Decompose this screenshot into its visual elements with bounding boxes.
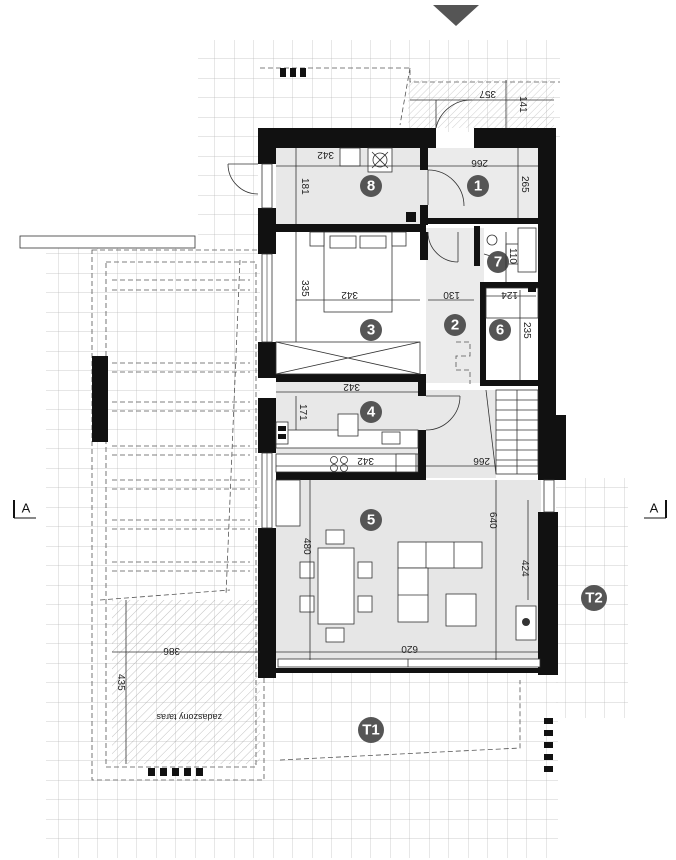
dim-110: 110 bbox=[507, 248, 518, 264]
dim-386: 386 bbox=[163, 645, 180, 656]
section-mark-right: A bbox=[650, 501, 659, 516]
doors bbox=[227, 99, 511, 431]
room-number-1: 1 bbox=[474, 178, 482, 195]
north-arrow-icon bbox=[433, 5, 479, 26]
room-number-8: 8 bbox=[367, 178, 375, 195]
dim-130: 130 bbox=[443, 289, 460, 300]
dim-357: 357 bbox=[479, 88, 496, 99]
dim-620: 620 bbox=[401, 643, 418, 654]
dim-435: 435 bbox=[115, 674, 126, 691]
badge-room-5: 5 bbox=[360, 509, 382, 531]
dim-124: 124 bbox=[501, 289, 518, 300]
covered-terrace-label: zadaszony taras bbox=[156, 712, 222, 722]
badge-room-3: 3 bbox=[360, 319, 382, 341]
section-mark-left: A bbox=[22, 501, 31, 516]
badge-room-1: 1 bbox=[467, 175, 489, 197]
dimension-lines bbox=[112, 80, 554, 764]
dim-265: 265 bbox=[519, 176, 530, 193]
windows bbox=[148, 68, 555, 776]
room-number-3: 3 bbox=[367, 322, 375, 339]
dimension-labels: 357 141 342 266 181 265 335 342 130 110 … bbox=[115, 88, 532, 722]
stairs bbox=[455, 341, 539, 475]
dim-342-counter: 342 bbox=[357, 455, 374, 466]
dim-141: 141 bbox=[517, 96, 528, 113]
paving-grid bbox=[19, 40, 628, 858]
room-number-2: 2 bbox=[451, 317, 459, 334]
dim-266-hall: 266 bbox=[473, 455, 490, 466]
dim-640: 640 bbox=[487, 512, 498, 529]
badge-terrace-t2: T2 bbox=[581, 585, 607, 611]
badge-room-6: 6 bbox=[489, 319, 511, 341]
dim-235: 235 bbox=[521, 322, 532, 339]
terrace-label-t2: T2 bbox=[585, 590, 603, 607]
dim-342-kitchen: 342 bbox=[343, 381, 360, 392]
room-badges: 1 2 3 4 5 6 7 8 bbox=[358, 175, 607, 743]
dim-266-top: 266 bbox=[471, 157, 488, 168]
badge-room-8: 8 bbox=[360, 175, 382, 197]
dim-424: 424 bbox=[519, 560, 530, 577]
dim-480: 480 bbox=[301, 538, 312, 555]
room-number-5: 5 bbox=[367, 512, 375, 529]
dim-181: 181 bbox=[299, 178, 310, 195]
dim-335: 335 bbox=[299, 280, 310, 297]
covered-terrace bbox=[112, 600, 260, 764]
dim-342-top: 342 bbox=[317, 149, 334, 160]
badge-room-4: 4 bbox=[360, 401, 382, 423]
badge-terrace-t1: T1 bbox=[358, 717, 384, 743]
dim-171: 171 bbox=[297, 404, 308, 421]
roof-outline bbox=[91, 67, 560, 781]
room-number-7: 7 bbox=[494, 254, 502, 271]
dim-342-bed: 342 bbox=[341, 289, 358, 300]
badge-room-7: 7 bbox=[487, 251, 509, 273]
furniture bbox=[275, 147, 539, 643]
terrace-label-t1: T1 bbox=[362, 722, 380, 739]
section-marks: A A bbox=[13, 500, 667, 519]
room-number-4: 4 bbox=[367, 404, 376, 421]
badge-room-2: 2 bbox=[444, 314, 466, 336]
room-number-6: 6 bbox=[496, 322, 504, 339]
walls bbox=[92, 128, 566, 678]
